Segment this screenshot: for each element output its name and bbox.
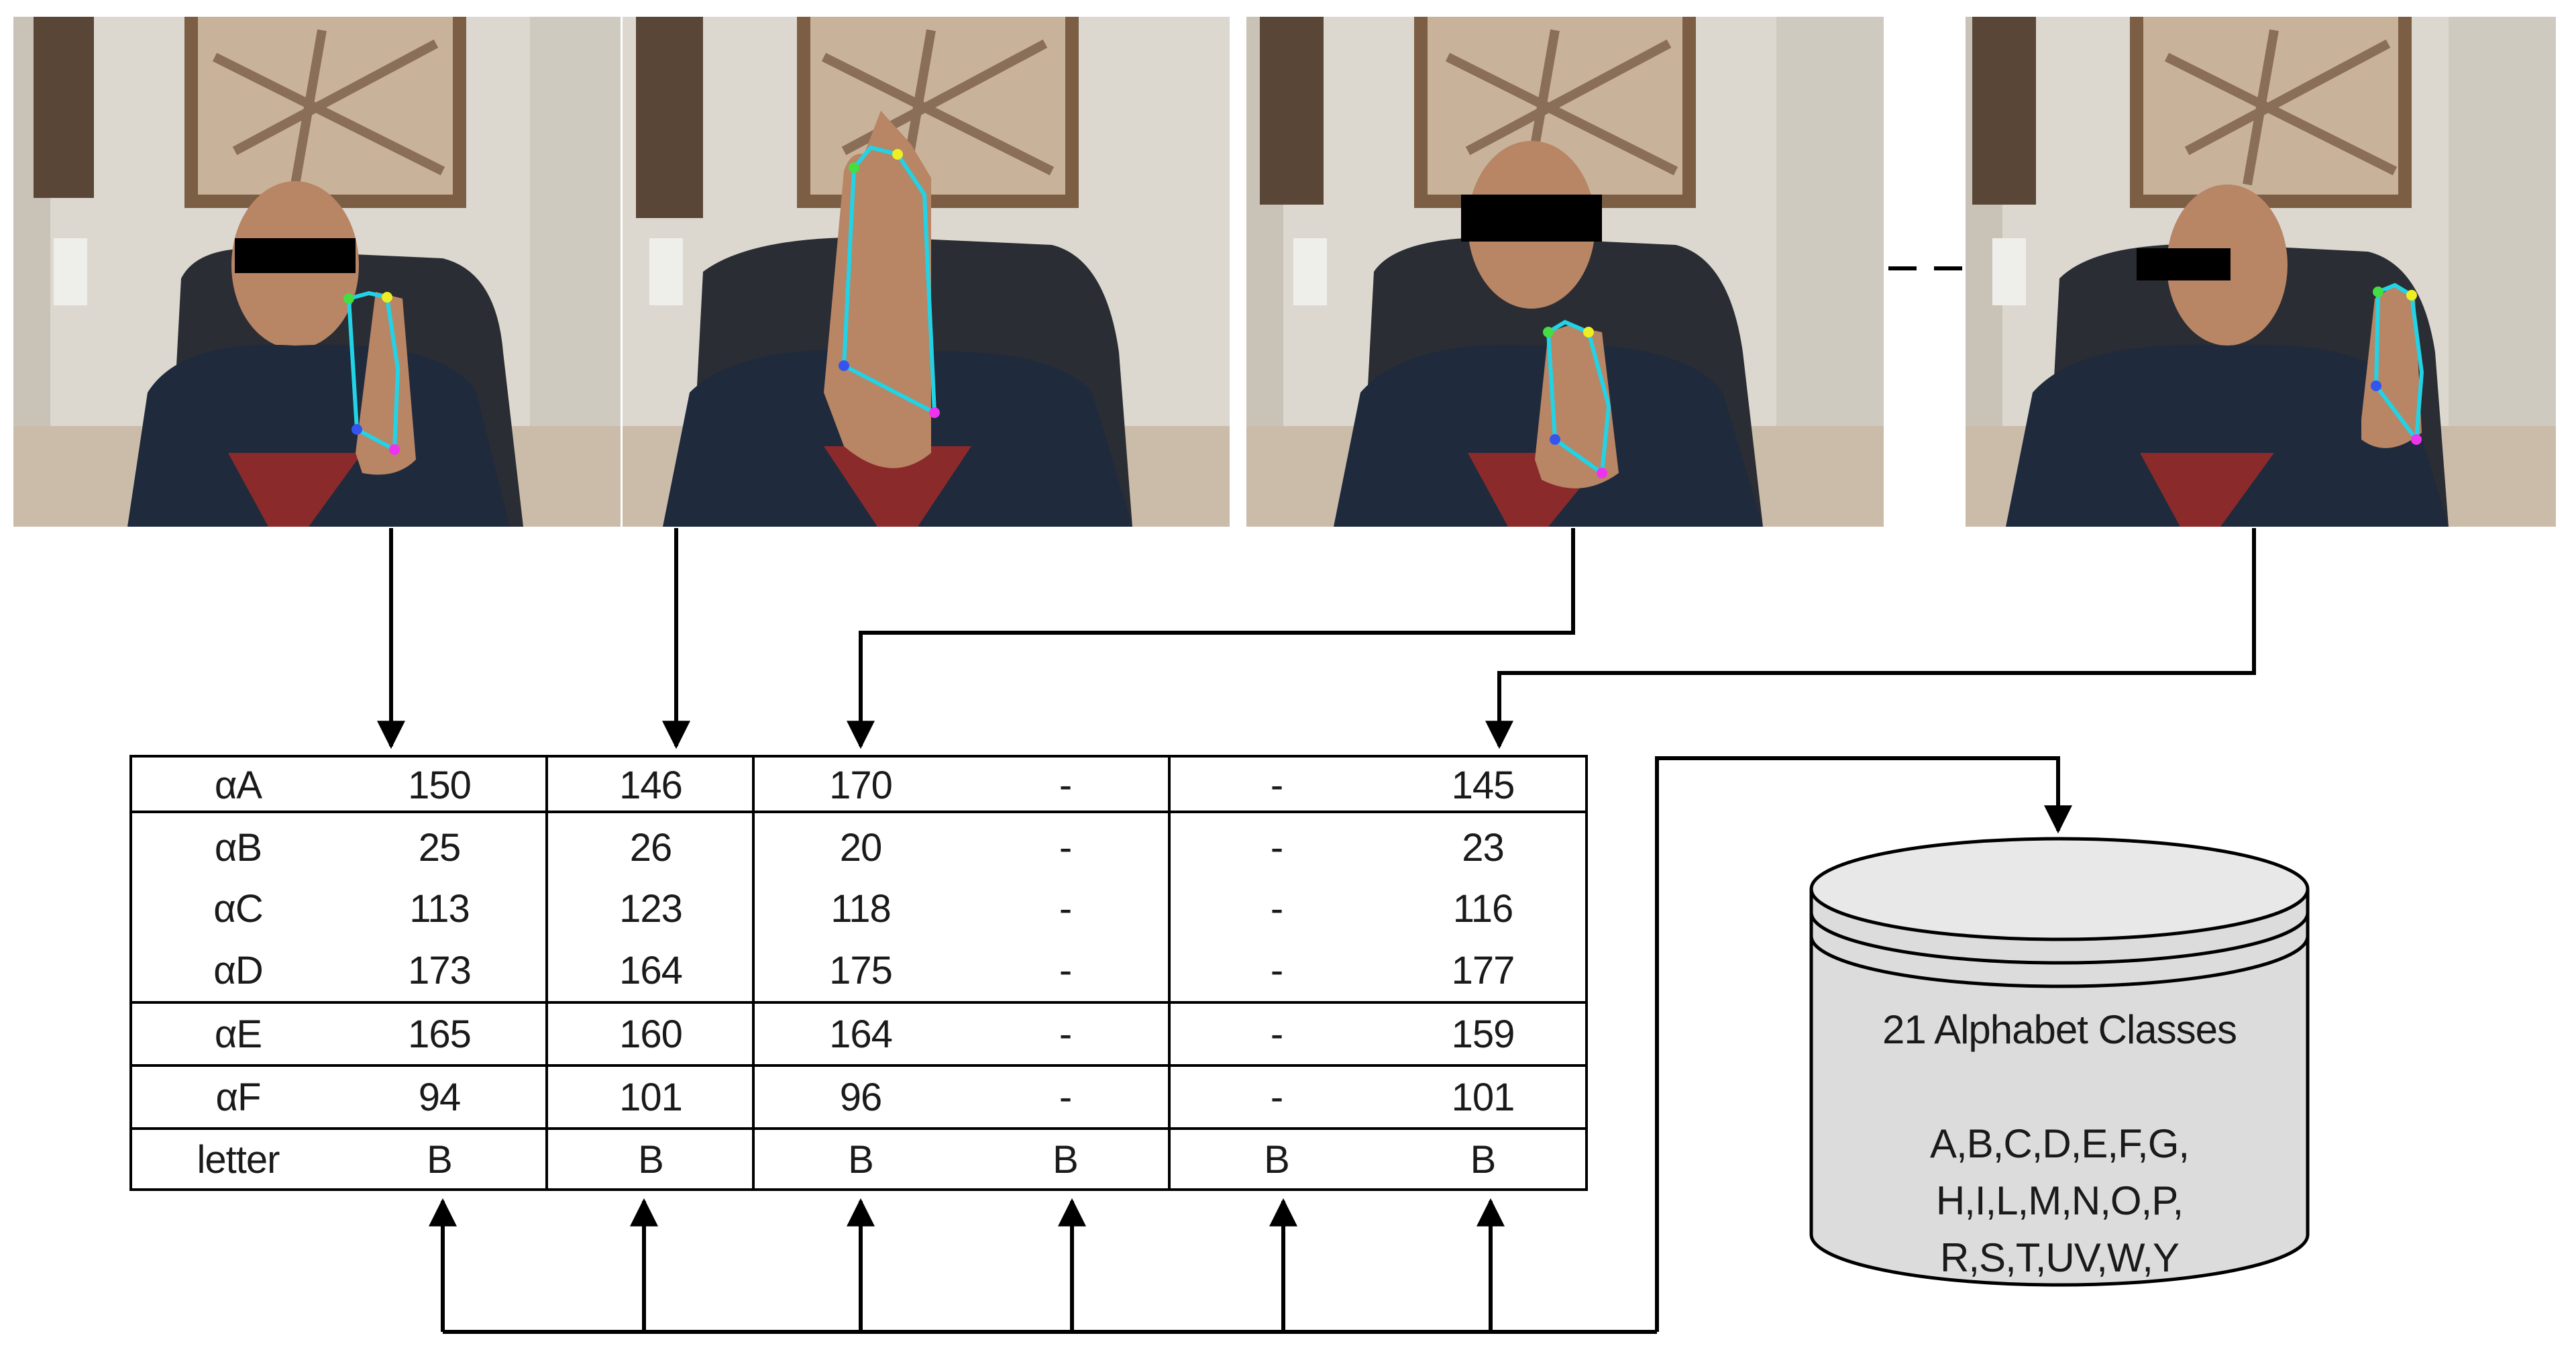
table-cell: 164 xyxy=(619,948,683,992)
row-label-alpha-b: αB xyxy=(214,825,262,870)
table-cell: 165 xyxy=(408,1012,472,1056)
table-cell: 113 xyxy=(409,886,470,931)
scene-4 xyxy=(1966,17,2556,527)
row-label-alpha-e: αE xyxy=(214,1012,262,1056)
arrow-photo3-to-col3 xyxy=(847,528,1575,749)
database-classes-line-3: R,S,T,UV,W,Y xyxy=(1940,1235,2180,1280)
scene-1 xyxy=(13,17,621,527)
table-cell: - xyxy=(1059,948,1072,992)
photo-frame-1 xyxy=(13,17,621,527)
table-cell: 145 xyxy=(1451,763,1515,807)
table-cell: 164 xyxy=(829,1012,893,1056)
table-cell: - xyxy=(1270,948,1283,992)
arrow-photo4-to-col6 xyxy=(1485,528,2256,749)
table-cell: - xyxy=(1059,1075,1072,1119)
row-label-alpha-c: αC xyxy=(213,886,263,931)
table-cell: - xyxy=(1059,825,1072,870)
table-cell: 25 xyxy=(418,825,462,870)
arrow-to-database xyxy=(1655,756,2072,1332)
table-cell: 123 xyxy=(619,886,683,931)
table-cell: B xyxy=(638,1137,664,1182)
row-label-alpha-a: αA xyxy=(214,763,262,807)
table-cell: 101 xyxy=(1451,1075,1515,1119)
table-cell: 20 xyxy=(839,825,883,870)
table-cell: - xyxy=(1059,1012,1072,1056)
photo-frame-3 xyxy=(1246,17,1884,527)
face-censor-bar xyxy=(2137,248,2231,280)
row-label-alpha-d: αD xyxy=(213,948,263,992)
table-cell: B xyxy=(1470,1137,1497,1182)
table-cell: 170 xyxy=(829,763,893,807)
table-cell: 23 xyxy=(1462,825,1505,870)
table-cell: - xyxy=(1270,763,1283,807)
table-cell: - xyxy=(1270,886,1283,931)
row-label-letter: letter xyxy=(197,1137,280,1182)
table-cell: - xyxy=(1270,1075,1283,1119)
table-cell: B xyxy=(427,1137,453,1182)
feedback-arrows xyxy=(429,756,2072,1334)
row-label-alpha-f: αF xyxy=(215,1075,262,1119)
table-cell: 177 xyxy=(1451,948,1515,992)
database-classes-line-1: A,B,C,D,E,F,G, xyxy=(1929,1121,2190,1166)
table-cell: B xyxy=(1053,1137,1079,1182)
table-cell: 173 xyxy=(408,948,472,992)
table-cell: - xyxy=(1270,1012,1283,1056)
face-censor-bar xyxy=(1461,195,1602,242)
table-cell: 175 xyxy=(829,948,893,992)
scene-3 xyxy=(1246,17,1884,527)
table-cell: - xyxy=(1059,886,1072,931)
table-cell: 150 xyxy=(408,763,472,807)
table-cell: 118 xyxy=(830,886,891,931)
photo-frame-4 xyxy=(1966,17,2556,527)
database-cylinder xyxy=(1809,837,2310,1287)
table-cell: - xyxy=(1270,825,1283,870)
photo-frame-2 xyxy=(623,17,1230,527)
table-cell: 116 xyxy=(1452,886,1513,931)
table-cell: - xyxy=(1059,763,1072,807)
table-cell: 96 xyxy=(839,1075,883,1119)
database-classes-line-2: H,I,L,M,N,O,P, xyxy=(1935,1178,2184,1223)
table-cell: 159 xyxy=(1451,1012,1515,1056)
scene-2 xyxy=(623,17,1230,527)
table-cell: 146 xyxy=(619,763,683,807)
database-title: 21 Alphabet Classes xyxy=(1882,1007,2237,1052)
table-cell: 160 xyxy=(619,1012,683,1056)
face-censor-bar xyxy=(235,238,356,273)
table-cell: B xyxy=(1264,1137,1290,1182)
table-cell: 101 xyxy=(619,1075,683,1119)
data-table-grid xyxy=(129,755,1588,1191)
table-cell: 94 xyxy=(418,1075,462,1119)
table-cell: B xyxy=(848,1137,874,1182)
table-cell: 26 xyxy=(629,825,673,870)
